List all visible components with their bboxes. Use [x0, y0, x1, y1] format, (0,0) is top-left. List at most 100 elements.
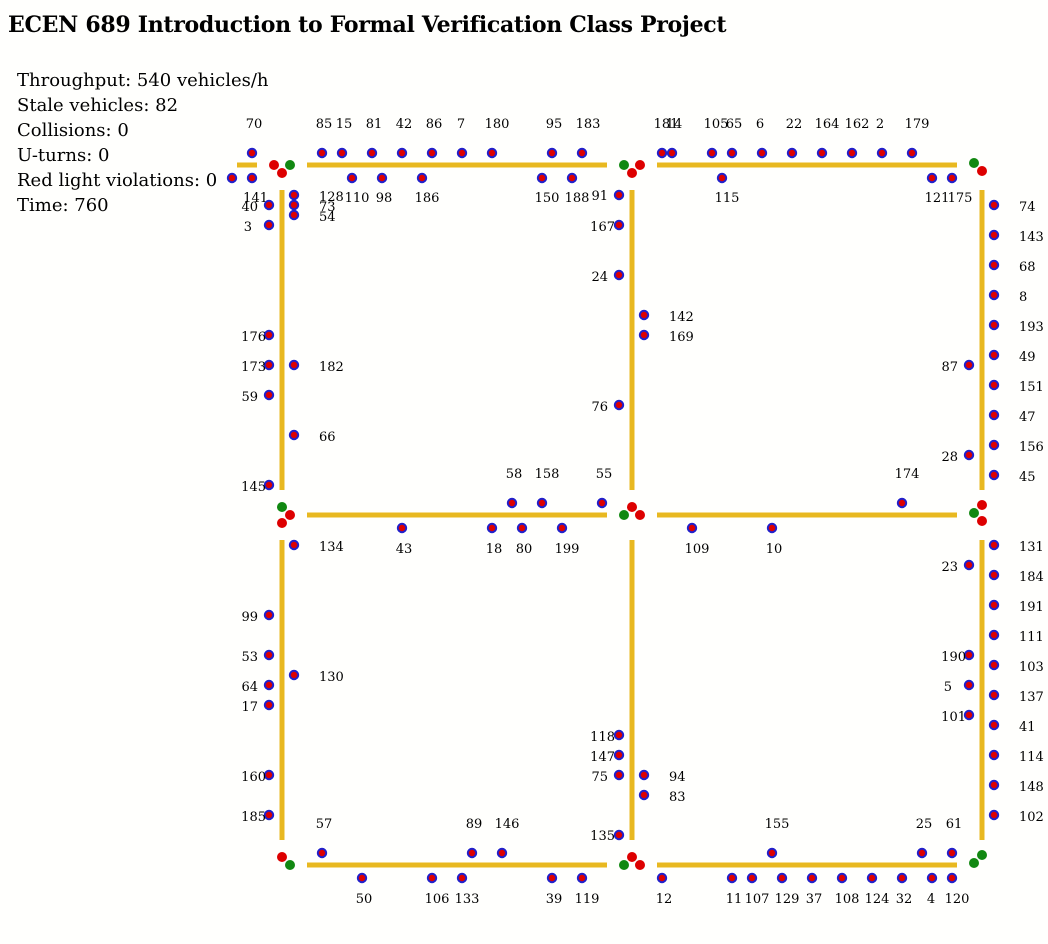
- vehicle-label-91: 91: [591, 189, 608, 204]
- traffic-light-red: [269, 160, 279, 170]
- vehicle-55: [596, 497, 608, 509]
- vehicle-114: [988, 749, 1000, 761]
- vehicle-179: [906, 147, 918, 159]
- vehicle-121: [926, 172, 938, 184]
- vehicle-label-12: 12: [656, 892, 673, 907]
- vehicle-label-5: 5: [944, 680, 952, 695]
- vehicle-label-129: 129: [775, 892, 800, 907]
- vehicle-label-160: 160: [241, 770, 266, 785]
- vehicle-110: [346, 172, 358, 184]
- vehicle-28: [963, 449, 975, 461]
- vehicle-label-85: 85: [316, 117, 333, 132]
- vehicle-143: [988, 229, 1000, 241]
- vehicle-label-134: 134: [319, 540, 344, 555]
- vehicle-label-167: 167: [590, 220, 615, 235]
- vehicle-label-83: 83: [669, 790, 686, 805]
- traffic-light-green: [285, 160, 295, 170]
- vehicle-label-74: 74: [1019, 200, 1036, 215]
- vehicle-86: [426, 147, 438, 159]
- traffic-light-red: [277, 518, 287, 528]
- traffic-light-red: [635, 160, 645, 170]
- vehicle-label-32: 32: [896, 892, 913, 907]
- traffic-light-red: [635, 860, 645, 870]
- vehicle-label-110: 110: [345, 191, 370, 206]
- vehicle-94: [638, 769, 650, 781]
- vehicle-label-54: 54: [319, 210, 336, 225]
- vehicle-137: [988, 689, 1000, 701]
- vehicle-150: [536, 172, 548, 184]
- vehicle-label-64: 64: [241, 680, 258, 695]
- vehicle-131: [988, 539, 1000, 551]
- vehicle-135: [613, 829, 625, 841]
- vehicle-label-115: 115: [715, 191, 740, 206]
- vehicle-5: [963, 679, 975, 691]
- vehicle-label-146: 146: [495, 817, 520, 832]
- vehicle-190: [963, 649, 975, 661]
- vehicle-label-59: 59: [241, 390, 258, 405]
- vehicle-label-185: 185: [241, 810, 266, 825]
- vehicle-105: [706, 147, 718, 159]
- vehicle-158: [536, 497, 548, 509]
- vehicle-108: [836, 872, 848, 884]
- traffic-light-green: [619, 860, 629, 870]
- traffic-light-red: [285, 510, 295, 520]
- vehicle-label-169: 169: [669, 330, 694, 345]
- vehicle-label-121: 121: [925, 191, 950, 206]
- vehicle-label-39: 39: [546, 892, 563, 907]
- vehicle-147: [613, 749, 625, 761]
- vehicle-40: [263, 199, 275, 211]
- vehicle-50: [356, 872, 368, 884]
- vehicle-83: [638, 789, 650, 801]
- vehicle-193: [988, 319, 1000, 331]
- vehicle-65: [726, 147, 738, 159]
- vehicle-176: [263, 329, 275, 341]
- vehicle-169: [638, 329, 650, 341]
- vehicle-label-98: 98: [376, 191, 393, 206]
- stats-panel: Throughput: 540 vehicles/h Stale vehicle…: [17, 68, 269, 218]
- vehicle-label-17: 17: [241, 700, 258, 715]
- vehicle-4: [926, 872, 938, 884]
- vehicle-label-57: 57: [316, 817, 333, 832]
- vehicle-182: [288, 359, 300, 371]
- traffic-light-red: [277, 168, 287, 178]
- vehicle-120: [946, 872, 958, 884]
- vehicle-label-193: 193: [1019, 320, 1044, 335]
- vehicle-label-47: 47: [1019, 410, 1036, 425]
- vehicle-39: [546, 872, 558, 884]
- vehicle-42: [396, 147, 408, 159]
- vehicle-64: [263, 679, 275, 691]
- vehicle-label-11: 11: [726, 892, 743, 907]
- vehicle-label-174: 174: [895, 467, 920, 482]
- vehicle-74: [988, 199, 1000, 211]
- vehicle-111: [988, 629, 1000, 641]
- vehicle-label-4: 4: [927, 892, 935, 907]
- traffic-light-red: [977, 500, 987, 510]
- vehicle-145: [263, 479, 275, 491]
- vehicle-label-58: 58: [506, 467, 523, 482]
- traffic-light-green: [969, 858, 979, 868]
- vehicle-label-109: 109: [685, 542, 710, 557]
- vehicle-151: [988, 379, 1000, 391]
- vehicle-109: [686, 522, 698, 534]
- vehicle-186: [416, 172, 428, 184]
- vehicle-label-128: 128: [319, 190, 344, 205]
- vehicle-label-130: 130: [319, 670, 344, 685]
- vehicle-18: [486, 522, 498, 534]
- vehicle-101: [963, 709, 975, 721]
- traffic-light-red: [977, 516, 987, 526]
- vehicle-label-68: 68: [1019, 260, 1036, 275]
- traffic-light-green: [619, 160, 629, 170]
- vehicle-76: [613, 399, 625, 411]
- throughput-stat: Throughput: 540 vehicles/h: [17, 70, 269, 91]
- vehicle-label-70: 70: [246, 117, 263, 132]
- vehicle-label-141: 141: [243, 191, 268, 206]
- vehicle-label-188: 188: [565, 191, 590, 206]
- vehicle-label-148: 148: [1019, 780, 1044, 795]
- traffic-light-green: [977, 850, 987, 860]
- vehicle-label-53: 53: [241, 650, 258, 665]
- vehicle-146: [496, 847, 508, 859]
- vehicle-156: [988, 439, 1000, 451]
- vehicle-142: [638, 309, 650, 321]
- vehicle-label-37: 37: [806, 892, 823, 907]
- vehicle-22: [786, 147, 798, 159]
